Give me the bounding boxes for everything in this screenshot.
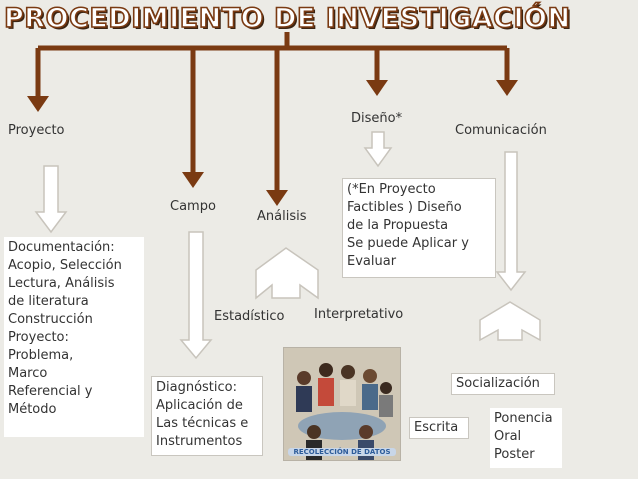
- ponencia-line: Ponencia: [494, 411, 553, 426]
- documentacion-line: de literatura: [8, 294, 89, 309]
- diseno-note-line: de la Propuesta: [347, 218, 449, 233]
- documentacion-line: Referencial y: [8, 384, 93, 399]
- diseno-note-line: (*En Proyecto: [347, 182, 436, 197]
- meeting-illustration: [284, 348, 400, 460]
- socializacion-label: Socialización: [456, 376, 540, 391]
- ponencia-line: Oral: [494, 429, 522, 444]
- node-analisis: Análisis: [257, 209, 307, 224]
- ponencia-line: Poster: [494, 447, 535, 462]
- box-escrita: Escrita: [409, 417, 469, 439]
- arrowhead-campo: [182, 172, 204, 188]
- diagnostico-line: Diagnóstico:: [156, 380, 237, 395]
- arrowhead-proyecto: [27, 96, 49, 112]
- brown-connectors: [35, 32, 510, 190]
- arrow-analisis-split: [255, 247, 319, 300]
- documentacion-line: Acopio, Selección: [8, 258, 122, 273]
- people-meeting-photo: RECOLECCIÓN DE DATOS: [283, 347, 401, 461]
- node-comunicacion: Comunicación: [455, 123, 547, 138]
- escrita-label: Escrita: [414, 420, 459, 435]
- arrow-campo-down: [179, 231, 213, 360]
- diseno-note-line: Factibles ) Diseño: [347, 200, 462, 215]
- diseno-note-line: Se puede Aplicar y: [347, 236, 469, 251]
- arrowhead-analisis: [266, 190, 288, 206]
- documentacion-line: Problema,: [8, 348, 74, 363]
- documentacion-line: Marco: [8, 366, 48, 381]
- arrow-diseno-down: [363, 131, 393, 168]
- page-title: PROCEDIMIENTO DE INVESTIGACIÓN: [3, 2, 571, 35]
- box-diseno-note: (*En Proyecto Factibles ) Diseño de la P…: [342, 178, 496, 278]
- documentacion-line: Construcción: [8, 312, 93, 327]
- brown-arrowheads: [27, 80, 518, 206]
- node-campo: Campo: [170, 199, 216, 214]
- box-socializacion: Socialización: [451, 373, 555, 395]
- arrow-proyecto-down: [34, 165, 68, 234]
- arrowhead-comunicacion: [496, 80, 518, 96]
- white-arrows: [34, 131, 541, 360]
- diagnostico-line: Las técnicas e: [156, 416, 249, 431]
- box-documentacion: Documentación: Acopio, Selección Lectura…: [4, 237, 144, 437]
- node-proyecto: Proyecto: [8, 123, 65, 138]
- diagnostico-line: Aplicación de: [156, 398, 243, 413]
- node-interpretativo: Interpretativo: [314, 307, 404, 322]
- box-diagnostico: Diagnóstico: Aplicación de Las técnicas …: [151, 376, 263, 456]
- documentacion-line: Documentación:: [8, 240, 115, 255]
- arrow-comunicacion-split: [479, 301, 541, 342]
- arrowhead-diseno: [366, 80, 388, 96]
- documentacion-line: Método: [8, 402, 57, 417]
- node-diseno: Diseño*: [351, 111, 403, 126]
- diseno-note-line: Evaluar: [347, 254, 397, 269]
- node-estadistico: Estadístico: [214, 309, 285, 324]
- documentacion-line: Lectura, Análisis: [8, 276, 115, 291]
- arrow-comunicacion-down: [495, 151, 527, 292]
- diagnostico-line: Instrumentos: [156, 434, 243, 449]
- box-ponencia: Ponencia Oral Poster: [490, 408, 562, 468]
- photo-caption: RECOLECCIÓN DE DATOS: [288, 448, 396, 456]
- documentacion-line: Proyecto:: [8, 330, 69, 345]
